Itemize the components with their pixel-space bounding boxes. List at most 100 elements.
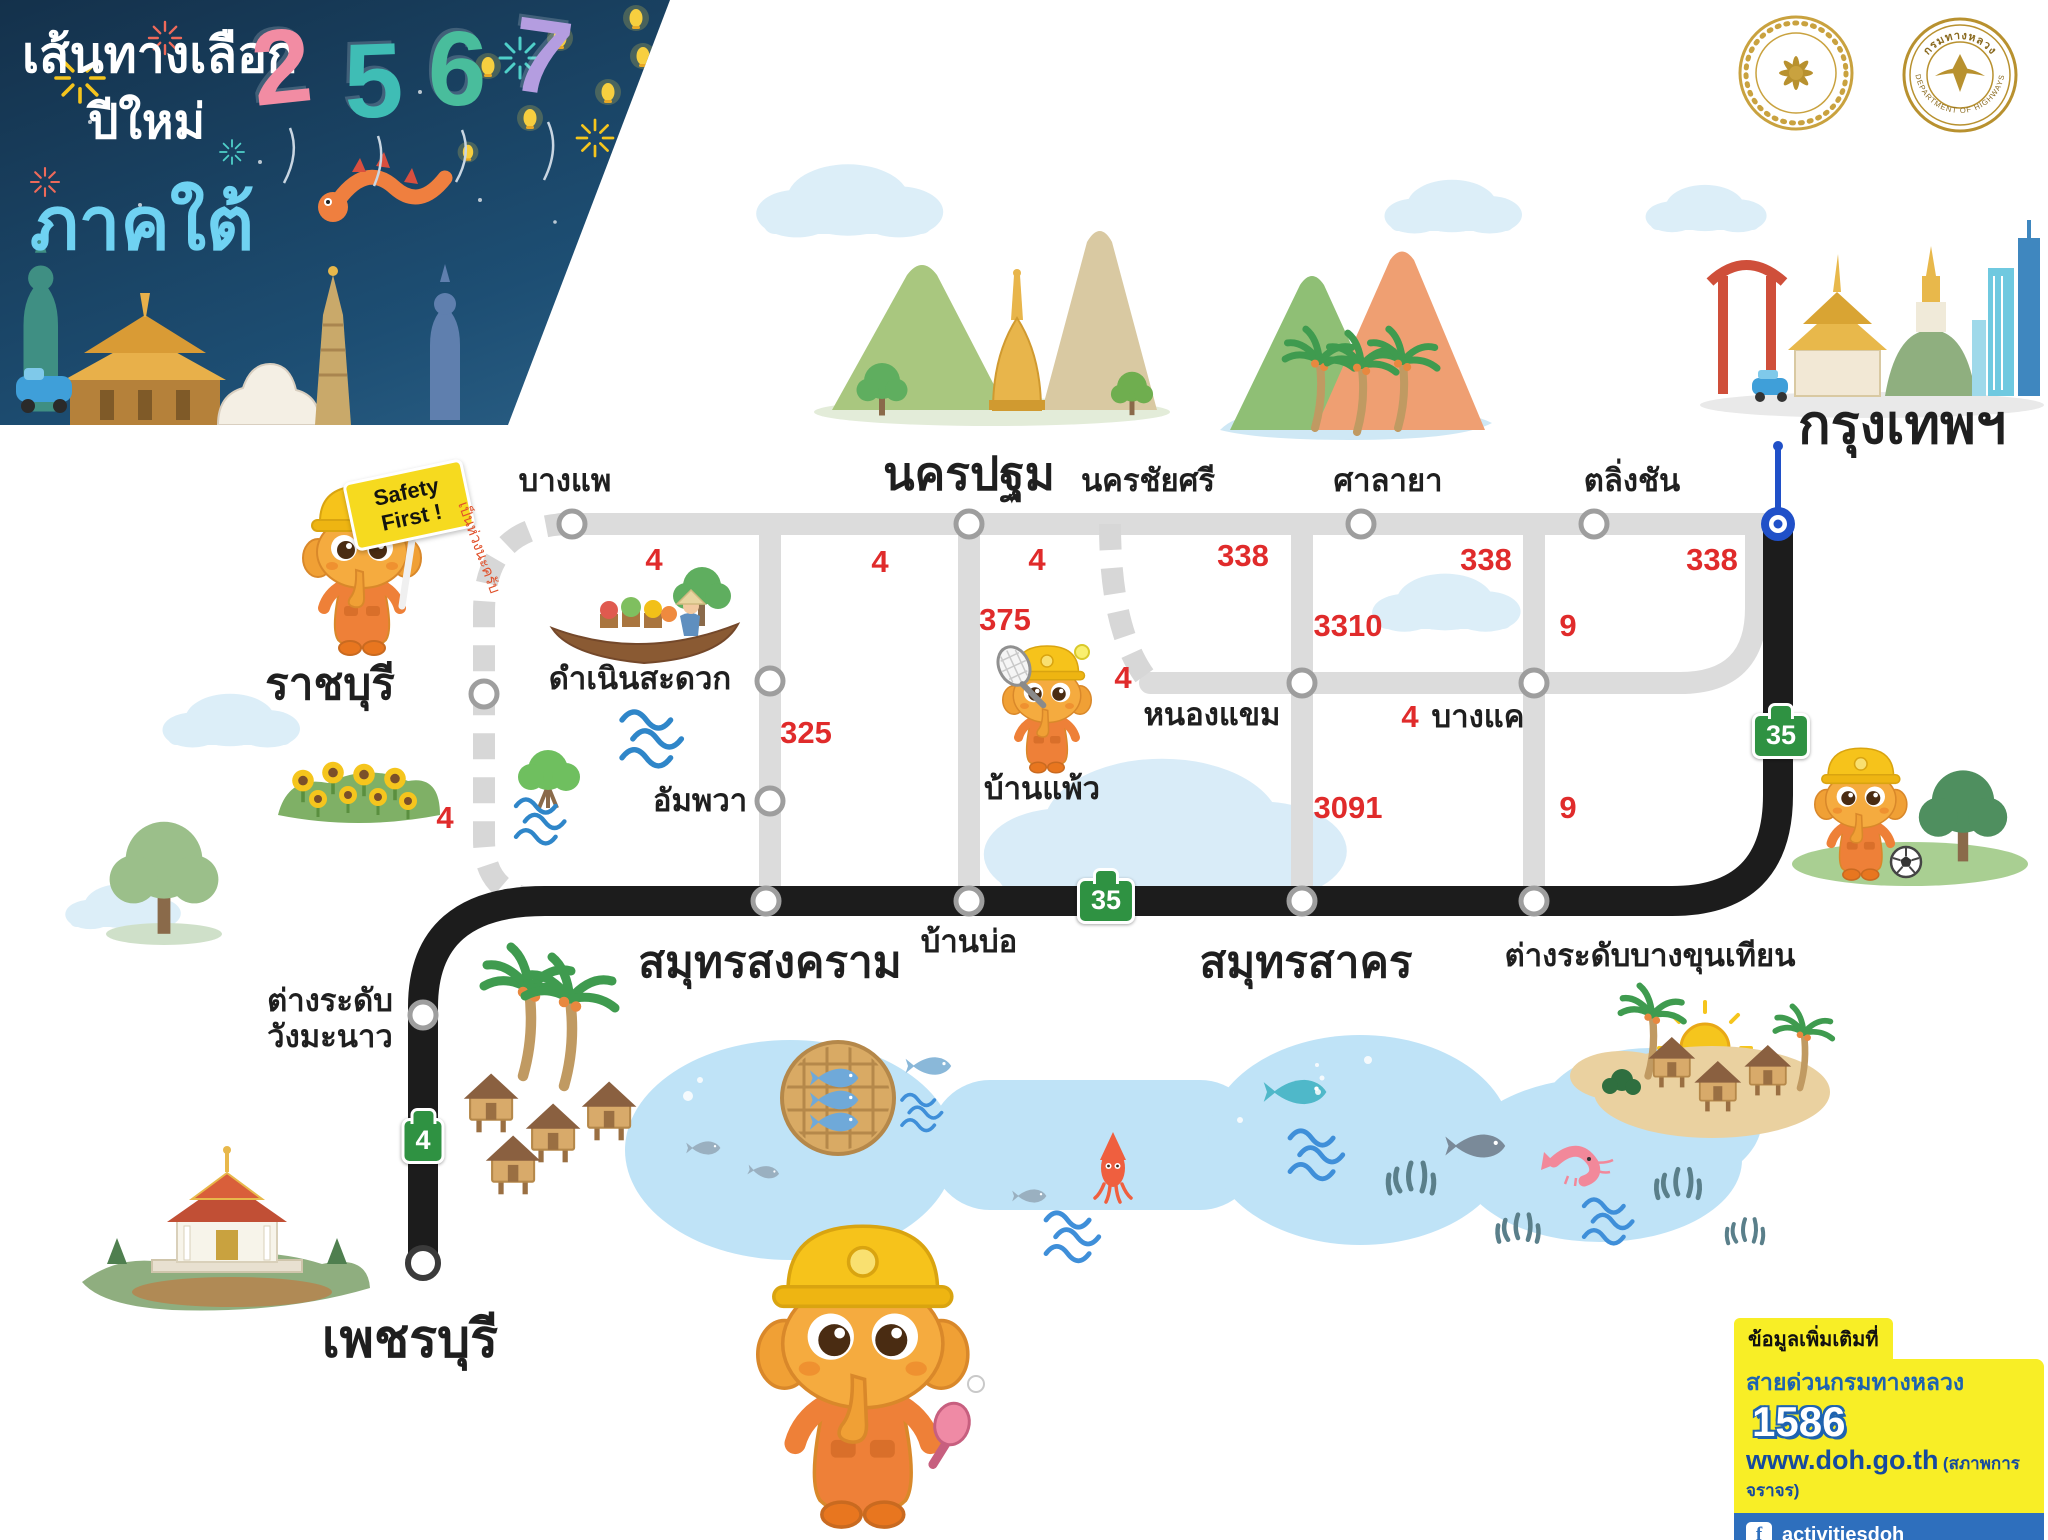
highway-shield-35: 35 <box>1076 878 1136 924</box>
mascot-pingpong <box>758 1226 985 1527</box>
balloon-digit: 5 <box>341 21 405 141</box>
tuktuk-icon <box>1752 370 1788 402</box>
mascot-badminton <box>996 642 1091 773</box>
roads <box>408 509 1793 1278</box>
island-scene <box>1570 986 1832 1138</box>
hotline-row: สายด่วนกรมทางหลวง 1586 <box>1746 1365 2032 1443</box>
highway-shield-4: 4 <box>401 1118 445 1164</box>
website-link[interactable]: www.doh.go.th <box>1746 1445 1939 1475</box>
route-number: 4 <box>1028 542 1046 577</box>
sea-life <box>683 1056 1763 1261</box>
hotline-number: 1586 <box>1752 1398 1846 1445</box>
label-damnoen-saduak: ดำเนินสะดวก <box>548 661 732 696</box>
mascot-football <box>1815 748 1923 880</box>
banner-stars <box>88 90 557 224</box>
water-area <box>625 986 1832 1261</box>
label-nakhon-pathom: นครปฐม <box>883 447 1055 500</box>
highway-shield-35: 35 <box>1751 713 1811 759</box>
balloon-digit: 2 <box>245 5 317 129</box>
label-wang-manao-1: ต่างระดับ <box>267 983 393 1018</box>
social-handle: activitiesdoh <box>1782 1523 1905 1540</box>
pingpong-ball-icon <box>967 1375 985 1393</box>
left-tree <box>106 821 222 945</box>
waves-damnoen <box>622 712 681 766</box>
marble-temple <box>82 1146 370 1311</box>
fish-tray <box>780 1040 896 1156</box>
route-number: 9 <box>1559 790 1577 825</box>
banner-region: ภาคใต้ <box>30 182 255 265</box>
road-nakhonchaisi-dashed <box>1099 523 1159 691</box>
label-bang-khun-thian: ต่างระดับบางขุนเทียน <box>1504 938 1796 973</box>
label-amphawa: อัมพวา <box>652 783 748 818</box>
website-note: (สภาพการจราจร) <box>1746 1454 2020 1500</box>
label-ratchaburi: ราชบุรี <box>265 660 395 709</box>
info-hotline-box: สายด่วนกรมทางหลวง 1586 www.doh.go.th (สภ… <box>1734 1359 2044 1513</box>
social-row-facebook-1[interactable]: f activitiesdoh <box>1746 1522 2032 1540</box>
golden-mount-icon <box>1885 246 1976 396</box>
banner-temples-icon <box>16 232 460 425</box>
mountain-temple-scene <box>814 231 1170 426</box>
vendor <box>675 588 707 636</box>
squid-icon <box>1093 1132 1133 1204</box>
route-number: 325 <box>780 715 832 750</box>
label-samut-songkhram: สมุทรสงคราม <box>638 938 902 987</box>
road-nodes <box>405 508 1610 1281</box>
bangkok-pin-icon <box>1761 441 1795 541</box>
label-wang-manao-2: วังมะนาว <box>267 1019 393 1054</box>
label-bang-khae: บางแค <box>1431 699 1525 734</box>
route-number: 338 <box>1460 542 1512 577</box>
road-ratchaburi-dashed <box>473 513 573 912</box>
facebook-icon: f <box>1746 1522 1772 1540</box>
giant-swing-icon <box>1706 260 1788 394</box>
grand-palace-icon <box>1788 254 1887 397</box>
road-middle <box>1139 524 1767 694</box>
route-number: 4 <box>871 544 889 579</box>
route-number: 4 <box>1114 660 1132 695</box>
route-number: 9 <box>1559 608 1577 643</box>
ministry-seal-icon <box>1738 15 1854 131</box>
skyscrapers-icon <box>1972 220 2040 396</box>
road-main-black <box>408 509 1793 1278</box>
route-number: 338 <box>1217 538 1269 573</box>
palm-mountain-scene <box>1220 251 1492 440</box>
mangrove-amphawa <box>516 750 580 843</box>
route-number: 338 <box>1686 542 1738 577</box>
label-samut-sakhon: สมุทรสาคร <box>1199 938 1413 987</box>
shrimp-icon <box>1541 1145 1614 1187</box>
label-bang-phae: บางแพ <box>518 463 612 498</box>
route-number: 4 <box>645 542 663 577</box>
banner-title-line1: เส้นทางเลือก <box>22 27 298 83</box>
banner-tuktuk-icon <box>16 368 72 413</box>
sunflower-field <box>278 759 440 823</box>
route-number: 4 <box>1401 699 1419 734</box>
hotline-label: สายด่วนกรมทางหลวง <box>1746 1369 1965 1395</box>
label-bangkok: กรุงเทพฯ <box>1797 395 2007 455</box>
mascot-safety <box>303 486 421 655</box>
wang-manao-village <box>462 947 638 1196</box>
info-panel: ข้อมูลเพิ่มเติมที่ สายด่วนกรมทางหลวง 158… <box>1734 1318 2044 1540</box>
info-more-label: ข้อมูลเพิ่มเติมที่ <box>1734 1318 1893 1359</box>
paddle-icon <box>928 1401 971 1469</box>
bangkok-skyline <box>1700 220 2044 418</box>
floating-market-boat <box>549 567 741 665</box>
route-number: 4 <box>436 800 454 835</box>
banner-title-line2: ปีใหม่ <box>88 96 206 149</box>
balloon-strings <box>282 121 555 187</box>
route-number: 375 <box>979 602 1031 637</box>
route-number: 3091 <box>1313 790 1383 825</box>
label-ban-phaeo: บ้านแพ้ว <box>983 771 1101 806</box>
label-ban-bo: บ้านบ่อ <box>920 924 1018 959</box>
banner-art <box>16 5 656 425</box>
label-nakhon-chai-si: นครชัยศรี <box>1080 463 1216 498</box>
racket-icon <box>996 645 1047 709</box>
label-nong-khaem: หนองแขม <box>1143 697 1281 732</box>
social-links: f activitiesdoh f departmentofhighway pr… <box>1734 1513 2044 1540</box>
shuttlecock-ball-icon <box>1074 644 1090 660</box>
label-phetchaburi: เพชรบุรี <box>321 1310 499 1369</box>
label-salaya: ศาลายา <box>1333 463 1443 498</box>
label-taling-chan: ตลิ่งชัน <box>1583 463 1681 498</box>
route-number: 3310 <box>1313 608 1383 643</box>
balloon-digit: 6 <box>424 8 491 130</box>
